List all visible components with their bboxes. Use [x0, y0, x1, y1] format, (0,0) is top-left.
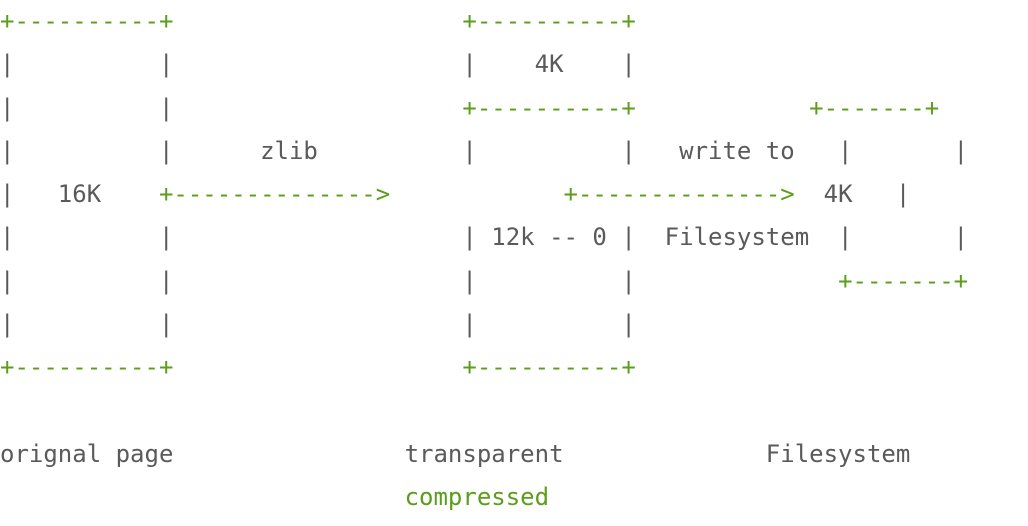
diagram-text-segment [390, 180, 563, 208]
diagram-line: +----------+ +----------+ [0, 346, 968, 389]
diagram-border-segment: +----------+ [462, 93, 636, 122]
diagram-border-segment: +----------+ [0, 353, 174, 382]
diagram-line: | | | | +-------+ [0, 260, 968, 303]
diagram-text-segment: | 16K [0, 180, 159, 209]
diagram-line: | | | | [0, 303, 968, 346]
diagram-line: | | +----------+ +-------+ [0, 87, 968, 130]
diagram-border-segment: +----------+ [462, 7, 636, 35]
diagram-line: | 16K +--------------> +--------------> … [0, 173, 968, 216]
diagram-line: orignal page transparent Filesystem [0, 433, 968, 476]
diagram-border-segment: +--------------> [158, 180, 391, 209]
diagram-border-segment: +----------+ [462, 353, 636, 382]
diagram-line: compressed [0, 476, 968, 519]
diagram-text-segment [0, 483, 405, 511]
diagram-text-segment: 4K | [794, 180, 911, 209]
diagram-line [0, 390, 968, 433]
diagram-text-segment: | | zlib | | write to | | [0, 136, 969, 165]
diagram-text-segment [173, 353, 462, 381]
diagram-line: | | zlib | | write to | | [0, 130, 968, 173]
diagram-border-segment: +--------------> [563, 180, 795, 209]
diagram-border-segment: compressed [404, 483, 550, 512]
diagram-text-segment: | | | | [0, 266, 839, 295]
diagram-border-segment: +-------+ [838, 266, 969, 295]
diagram-line: | | | 4K | [0, 43, 968, 86]
diagram-text-segment: orignal page transparent Filesystem [0, 439, 911, 468]
diagram-text-segment: | | | 12k -- 0 | Filesystem | | [0, 223, 969, 252]
diagram-line: | | | 12k -- 0 | Filesystem | | [0, 216, 968, 259]
diagram-text-segment: | | [0, 93, 463, 122]
diagram-text-segment: | | | | [0, 310, 636, 339]
diagram-text-segment [636, 94, 809, 122]
diagram-text-segment: | | | 4K | [0, 50, 636, 79]
diagram-line: +----------+ +----------+ [0, 0, 968, 43]
diagram-text-segment [173, 7, 462, 35]
diagram-border-segment: +-------+ [809, 93, 940, 122]
ascii-compression-diagram: +----------+ +----------+ | | | 4K | | | +… [0, 0, 968, 519]
diagram-border-segment: +----------+ [0, 7, 174, 35]
